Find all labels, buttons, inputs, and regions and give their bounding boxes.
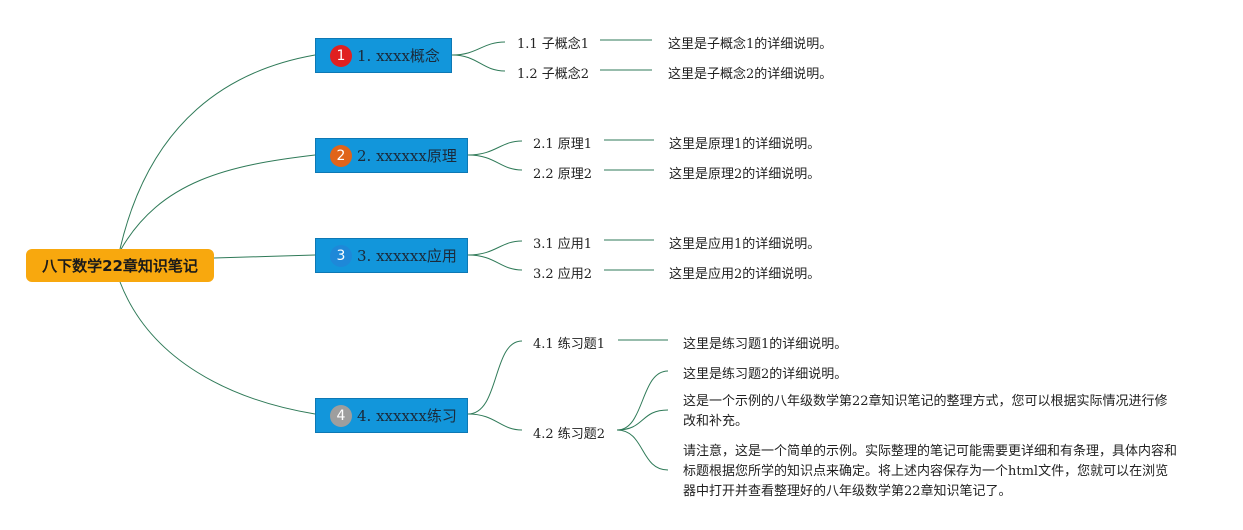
detail-2-2[interactable]: 这里是原理2的详细说明。 [669, 167, 821, 182]
subtopic-1-2[interactable]: 1.2 子概念2 [517, 67, 590, 82]
number-badge-icon: 4 [330, 404, 352, 427]
subtopic-3-2[interactable]: 3.2 应用2 [533, 267, 593, 282]
branch-topic-exercise[interactable]: 4 4. xxxxxx练习 [315, 398, 468, 433]
link-detail-4-2-c [616, 429, 669, 471]
link-root-branch-1 [119, 54, 316, 250]
root-topic[interactable]: 八下数学22章知识笔记 [26, 249, 214, 282]
detail-1-1[interactable]: 这里是子概念1的详细说明。 [668, 37, 833, 52]
branch-label: 4. xxxxxx练习 [357, 407, 457, 425]
link-detail-4-2-a [616, 370, 669, 431]
branch-label: 3. xxxxxx应用 [357, 247, 457, 265]
subtopic-3-1[interactable]: 3.1 应用1 [533, 237, 593, 252]
link-branch-2-child-2 [467, 154, 523, 171]
detail-4-2-c[interactable]: 请注意，这是一个简单的示例。实际整理的笔记可能需要更详细和有条理，具体内容和标题… [683, 444, 1178, 499]
subtopic-4-1[interactable]: 4.1 练习题1 [533, 337, 606, 352]
branch-label: 1. xxxx概念 [357, 47, 440, 65]
subtopic-1-1[interactable]: 1.1 子概念1 [517, 37, 590, 52]
detail-3-2[interactable]: 这里是应用2的详细说明。 [669, 267, 821, 282]
number-badge-icon: 2 [330, 144, 352, 167]
detail-3-1[interactable]: 这里是应用1的详细说明。 [669, 237, 821, 252]
detail-1-2[interactable]: 这里是子概念2的详细说明。 [668, 67, 833, 82]
link-detail-4-2-b [616, 409, 669, 431]
branch-topic-concept[interactable]: 1 1. xxxx概念 [315, 38, 452, 73]
link-root-branch-4 [119, 281, 316, 415]
detail-4-1[interactable]: 这里是练习题1的详细说明。 [683, 337, 848, 352]
branch-label: 2. xxxxxx原理 [357, 147, 457, 165]
detail-4-2-a[interactable]: 这里是练习题2的详细说明。 [683, 367, 848, 382]
link-branch-4-child-2 [467, 413, 523, 431]
number-badge-icon: 1 [330, 44, 352, 67]
link-branch-1-child-2 [451, 54, 506, 72]
subtopic-2-1[interactable]: 2.1 原理1 [533, 137, 593, 152]
detail-4-2-b[interactable]: 这是一个示例的八年级数学第22章知识笔记的整理方式，您可以根据实际情况进行修改和… [683, 394, 1168, 429]
link-root-branch-2 [119, 154, 316, 252]
detail-2-1[interactable]: 这里是原理1的详细说明。 [669, 137, 821, 152]
subtopic-4-2[interactable]: 4.2 练习题2 [533, 427, 606, 442]
link-branch-3-child-2 [467, 254, 523, 271]
link-branch-2-child-1 [467, 140, 523, 156]
branch-topic-application[interactable]: 3 3. xxxxxx应用 [315, 238, 468, 273]
link-root-branch-3 [213, 254, 316, 259]
link-branch-4-child-1 [467, 340, 523, 415]
number-badge-icon: 3 [330, 244, 352, 267]
link-branch-1-child-1 [451, 41, 506, 56]
subtopic-2-2[interactable]: 2.2 原理2 [533, 167, 593, 182]
branch-topic-principle[interactable]: 2 2. xxxxxx原理 [315, 138, 468, 173]
link-branch-3-child-1 [467, 240, 523, 256]
